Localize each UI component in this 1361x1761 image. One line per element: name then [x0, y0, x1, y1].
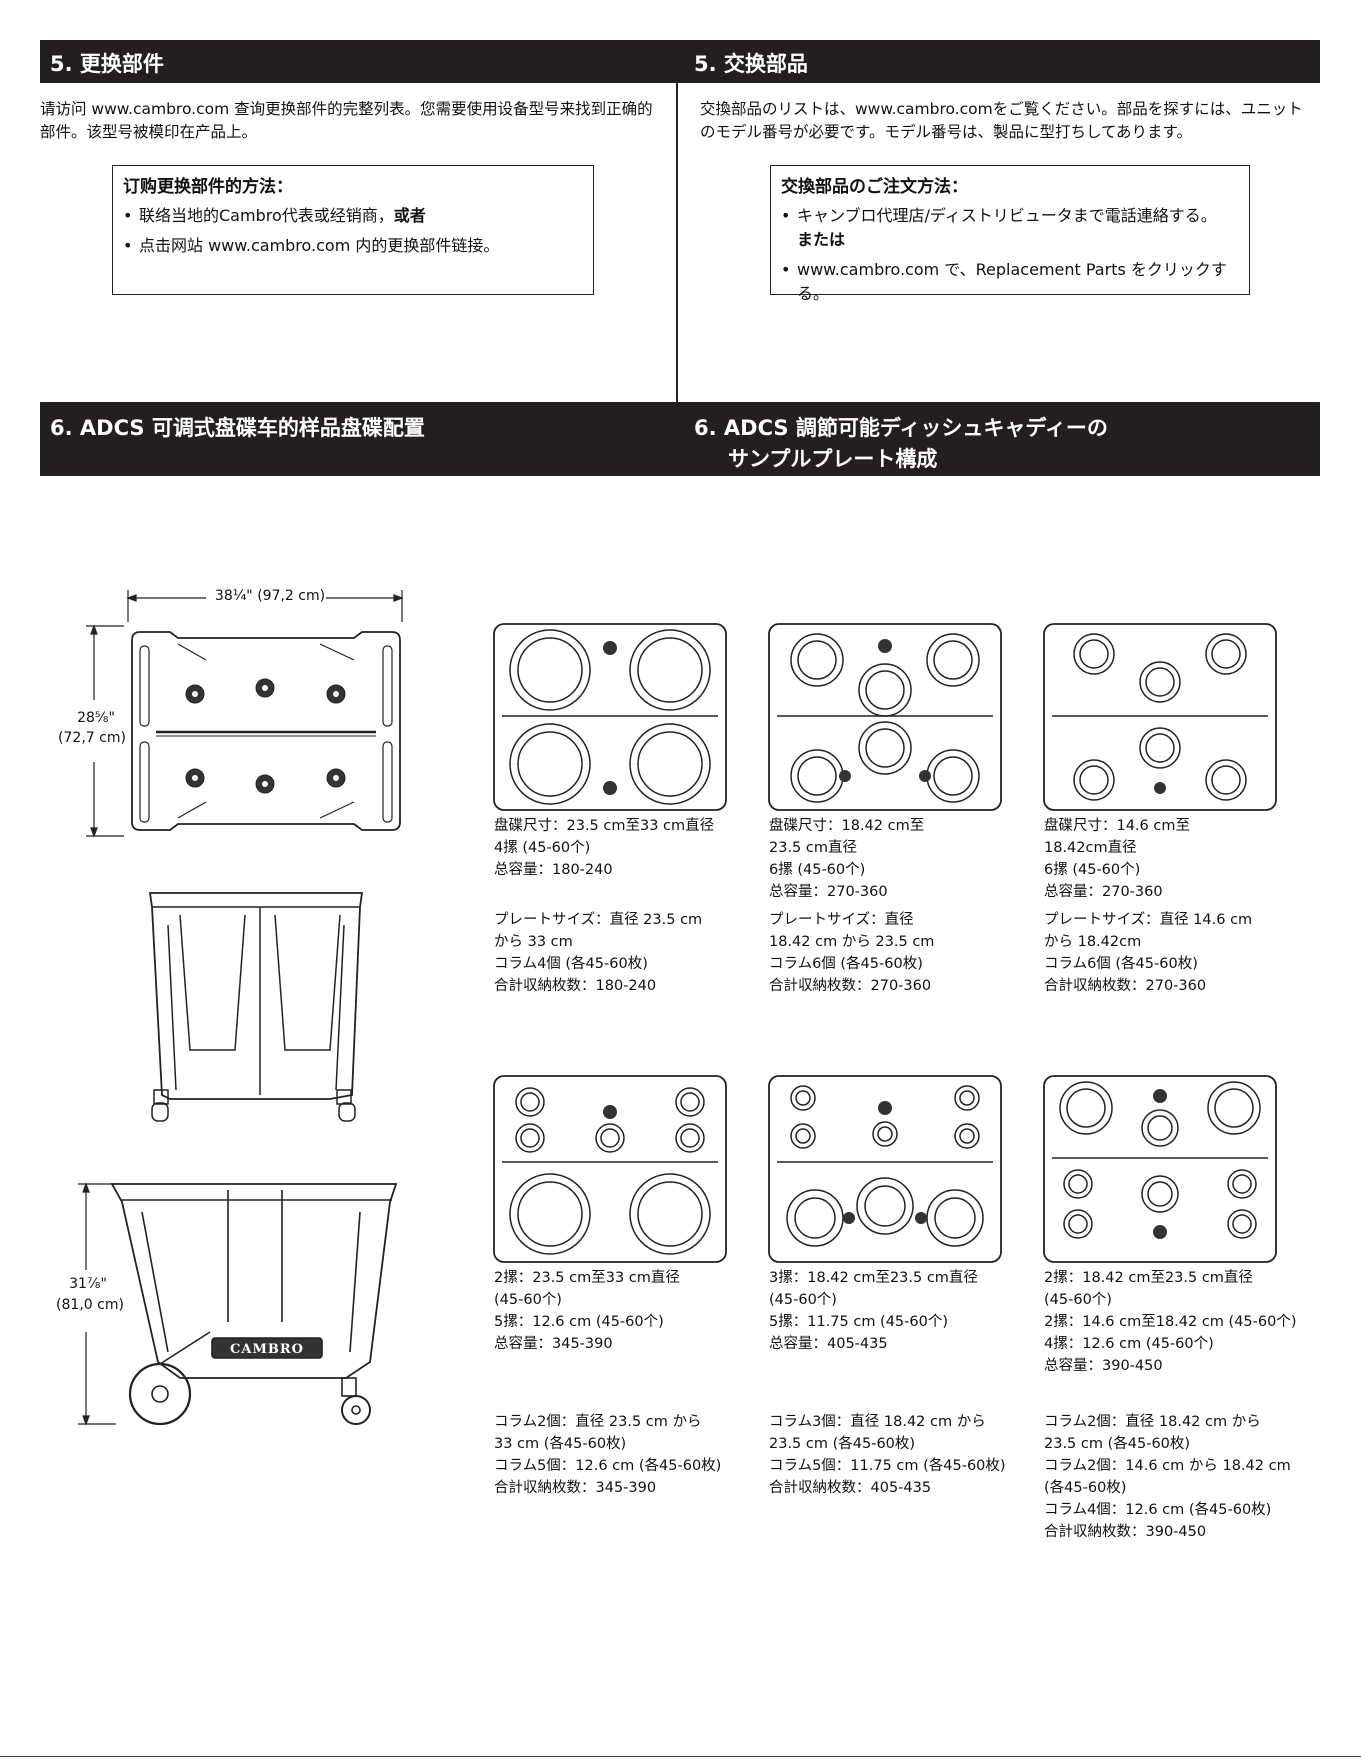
- cn-order-list: 联络当地的Cambro代表或经销商，或者 点击网站 www.cambro.com…: [121, 204, 499, 264]
- cn-order-item-1: 联络当地的Cambro代表或经销商，或者: [121, 204, 499, 228]
- cart-side-view: [78, 1182, 398, 1426]
- config-diagram-6: [1043, 1075, 1277, 1263]
- jp-order-box-title: 交換部品のご注文方法：: [781, 177, 968, 197]
- section-6-header: 6. ADCS 可调式盘碟车的样品盘碟配置 6. ADCS 調節可能ディッシュキ…: [40, 402, 1320, 476]
- config-4-jp-caption: コラム2個：直径 23.5 cm から 33 cm (各45-60枚) コラム5…: [494, 1414, 722, 1496]
- column-divider: [676, 40, 678, 402]
- jp-order-item-2: www.cambro.com で、Replacement Parts をクリック…: [779, 258, 1229, 306]
- depth-dimension-cm: (72,7 cm): [58, 730, 126, 746]
- config-2-cn-caption: 盘碟尺寸：18.42 cm至 23.5 cm直径 6摞 (45-60个) 总容量…: [769, 818, 925, 900]
- section-5-cn-text: 请访问 www.cambro.com 查询更换部件的完整列表。您需要使用设备型号…: [40, 100, 653, 141]
- section-5-jp-title: 5. 交换部品: [694, 52, 808, 76]
- bottom-rule: [0, 1756, 1361, 1757]
- config-diagram-1: [493, 623, 727, 811]
- cn-order-item-2: 点击网站 www.cambro.com 内的更换部件链接。: [121, 234, 499, 258]
- jp-order-box: 交換部品のご注文方法： キャンブロ代理店/ディストリビュータまで電話連絡する。ま…: [770, 165, 1250, 303]
- section-6-jp-title-line1: 6. ADCS 調節可能ディッシュキャディーの: [694, 416, 1108, 440]
- config-5-jp-caption: コラム3個：直径 18.42 cm から 23.5 cm (各45-60枚) コ…: [769, 1414, 1006, 1496]
- config-5-cn-caption: 3摞：18.42 cm至23.5 cm直径 (45-60个) 5摞：11.75 …: [769, 1270, 978, 1352]
- cn-order-box: 订购更换部件的方法： 联络当地的Cambro代表或经销商，或者 点击网站 www…: [112, 165, 594, 295]
- cn-order-box-title: 订购更换部件的方法：: [123, 177, 293, 197]
- config-6-jp-caption: コラム2個：直径 18.42 cm から 23.5 cm (各45-60枚) コ…: [1044, 1414, 1291, 1540]
- section-5-cn-title: 5. 更换部件: [50, 52, 164, 76]
- section-5-header: 5. 更换部件 5. 交换部品: [40, 40, 1320, 83]
- config-diagram-2: [768, 623, 1002, 811]
- section-5-jp-text: 交換部品のリストは、www.cambro.comをご覧ください。部品を探すには、…: [700, 100, 1303, 141]
- brand-logo: CAMBRO: [230, 1342, 304, 1357]
- cn-order-item-1-bold: 或者: [393, 206, 426, 225]
- jp-order-list: キャンブロ代理店/ディストリビュータまで電話連絡する。または www.cambr…: [779, 204, 1229, 312]
- section-6-cn-title: 6. ADCS 可调式盘碟车的样品盘碟配置: [50, 416, 425, 440]
- jp-order-item-1-bold: または: [797, 230, 846, 249]
- config-6-cn-caption: 2摞：18.42 cm至23.5 cm直径 (45-60个) 2摞：14.6 c…: [1044, 1270, 1297, 1374]
- cart-top-view: [86, 590, 404, 838]
- config-diagram-3: [1043, 623, 1277, 811]
- cart-front-view: [148, 892, 364, 1122]
- jp-order-item-1: キャンブロ代理店/ディストリビュータまで電話連絡する。または: [779, 204, 1229, 252]
- config-2-jp-caption: プレートサイズ：直径 18.42 cm から 23.5 cm コラム6個 (各4…: [769, 912, 935, 994]
- height-dimension-cm: (81,0 cm): [56, 1297, 124, 1313]
- section-6-jp-title-line2: サンプルプレート構成: [728, 447, 938, 471]
- config-diagram-5: [768, 1075, 1002, 1263]
- config-3-jp-caption: プレートサイズ：直径 14.6 cm から 18.42cm コラム6個 (各45…: [1044, 912, 1253, 994]
- config-1-jp-caption: プレートサイズ：直径 23.5 cm から 33 cm コラム4個 (各45-6…: [494, 912, 703, 994]
- height-dimension-in: 31⅞": [69, 1276, 107, 1292]
- config-4-cn-caption: 2摞：23.5 cm至33 cm直径 (45-60个) 5摞：12.6 cm (…: [494, 1270, 680, 1352]
- depth-dimension-in: 28⅝": [77, 710, 115, 726]
- config-diagram-4: [493, 1075, 727, 1263]
- config-3-cn-caption: 盘碟尺寸：14.6 cm至 18.42cm直径 6摞 (45-60个) 总容量：…: [1044, 818, 1190, 900]
- config-1-cn-caption: 盘碟尺寸：23.5 cm至33 cm直径 4摞 (45-60个) 总容量：180…: [494, 818, 715, 878]
- width-dimension-label: 38¼" (97,2 cm): [214, 588, 326, 604]
